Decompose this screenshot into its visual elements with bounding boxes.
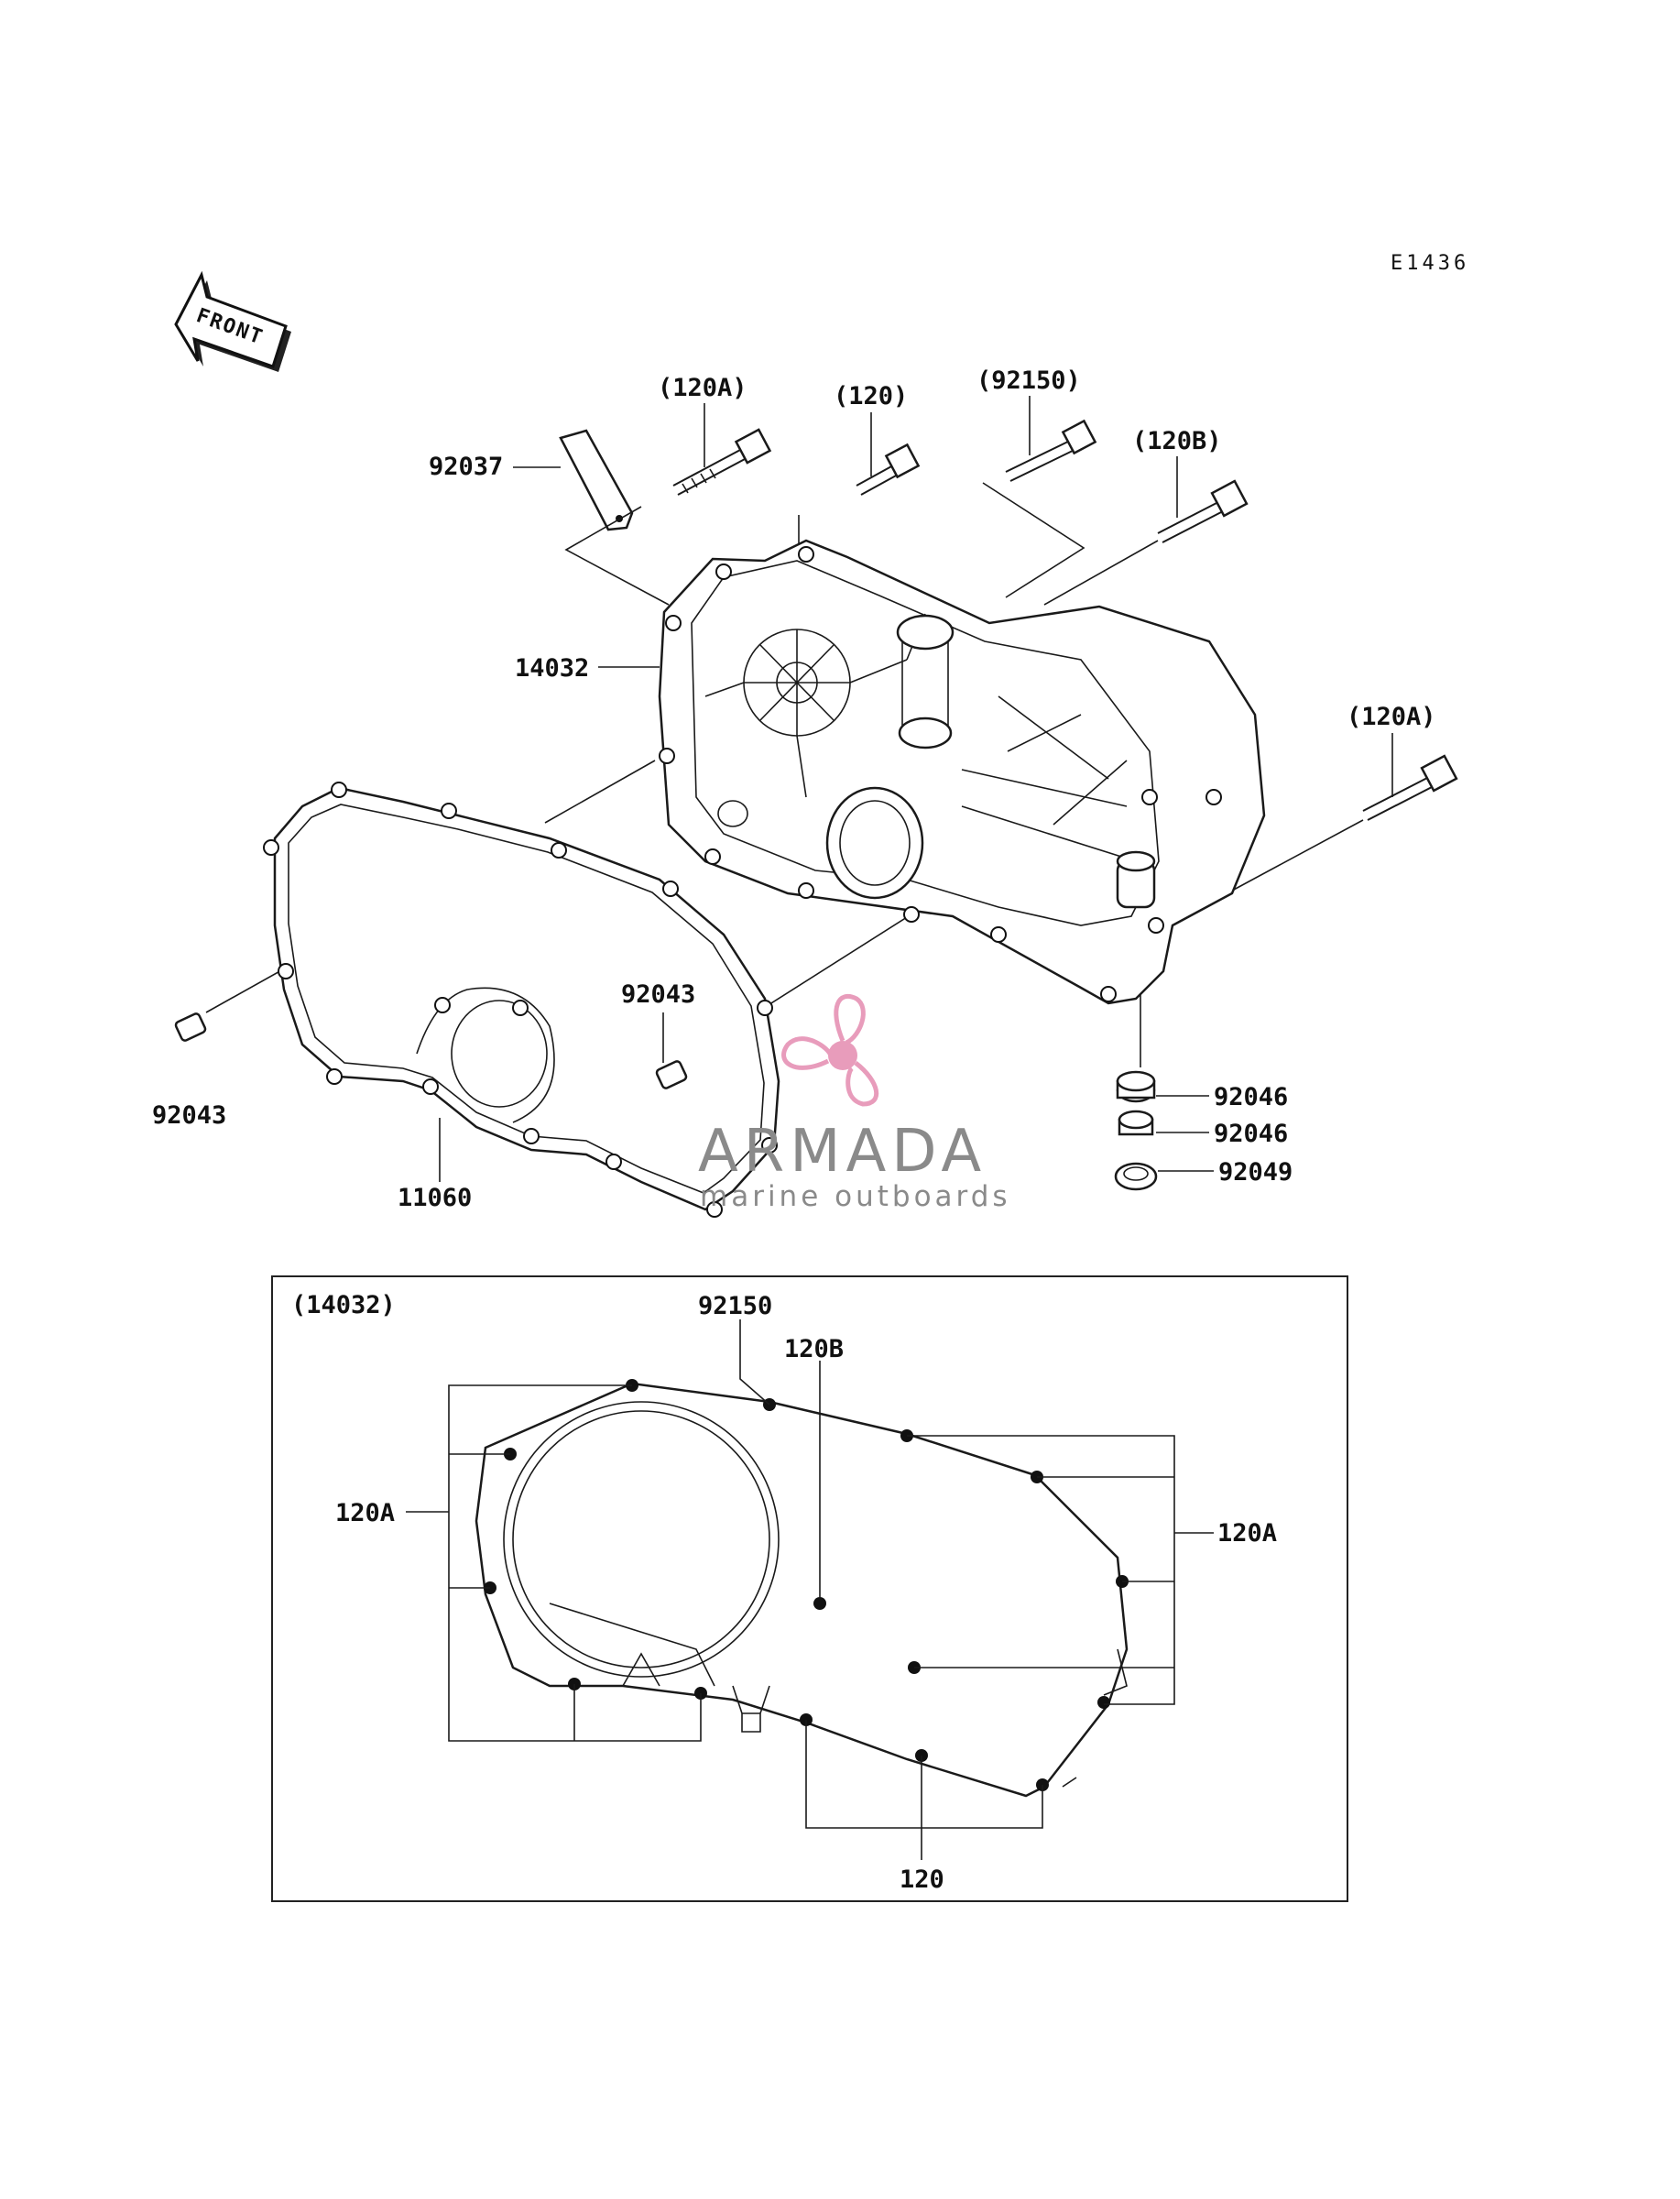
- callout-92043-left: 92043: [152, 1101, 226, 1130]
- bolt-120-top: [856, 443, 921, 496]
- inset-label-120a-left: 120A: [335, 1499, 395, 1527]
- callout-120a-right: (120A): [1347, 703, 1436, 731]
- bracket-part: [559, 429, 634, 531]
- inset-label-120: 120: [900, 1865, 944, 1894]
- callout-92049: 92049: [1218, 1158, 1293, 1187]
- callout-120b-top: (120B): [1132, 427, 1222, 455]
- callout-92043-center: 92043: [621, 980, 695, 1009]
- clutch-cover-part: [658, 539, 1266, 1005]
- dowel-pin-left: [174, 1012, 207, 1042]
- callout-92037: 92037: [429, 453, 503, 481]
- watermark-tagline: marine outboards: [700, 1180, 1011, 1213]
- callout-120-top: (120): [834, 382, 908, 410]
- armada-watermark-logo: [781, 993, 879, 1107]
- callout-14032: 14032: [515, 654, 589, 683]
- bolt-92150-top: [1005, 419, 1097, 482]
- dowel-pin-center: [655, 1060, 688, 1089]
- inset-leaders: [406, 1319, 1214, 1860]
- oil-seal-part: [1114, 1162, 1158, 1191]
- inset-label-92150: 92150: [698, 1292, 772, 1320]
- callout-92046-b: 92046: [1214, 1120, 1288, 1148]
- bolt-120a-right: [1362, 754, 1458, 821]
- callout-92150-top: (92150): [976, 366, 1081, 395]
- bearing-1-part: [1116, 1070, 1156, 1103]
- inset-frame: [271, 1275, 1348, 1902]
- bearing-2-part: [1118, 1110, 1154, 1136]
- watermark-name: ARMADA: [698, 1118, 987, 1186]
- callout-11060: 11060: [398, 1184, 472, 1212]
- inset-label-120a-right: 120A: [1217, 1519, 1277, 1548]
- bolt-120a-top: [672, 428, 772, 496]
- gasket-part: [263, 782, 780, 1218]
- bolt-120b-top: [1157, 479, 1249, 543]
- inset-title: (14032): [291, 1291, 396, 1319]
- callout-120a-top: (120A): [658, 374, 747, 402]
- diagram-code: E1436: [1391, 252, 1469, 275]
- front-arrow-icon: FRONT: [174, 270, 291, 372]
- inset-label-120b: 120B: [784, 1335, 844, 1363]
- callout-92046-a: 92046: [1214, 1083, 1288, 1111]
